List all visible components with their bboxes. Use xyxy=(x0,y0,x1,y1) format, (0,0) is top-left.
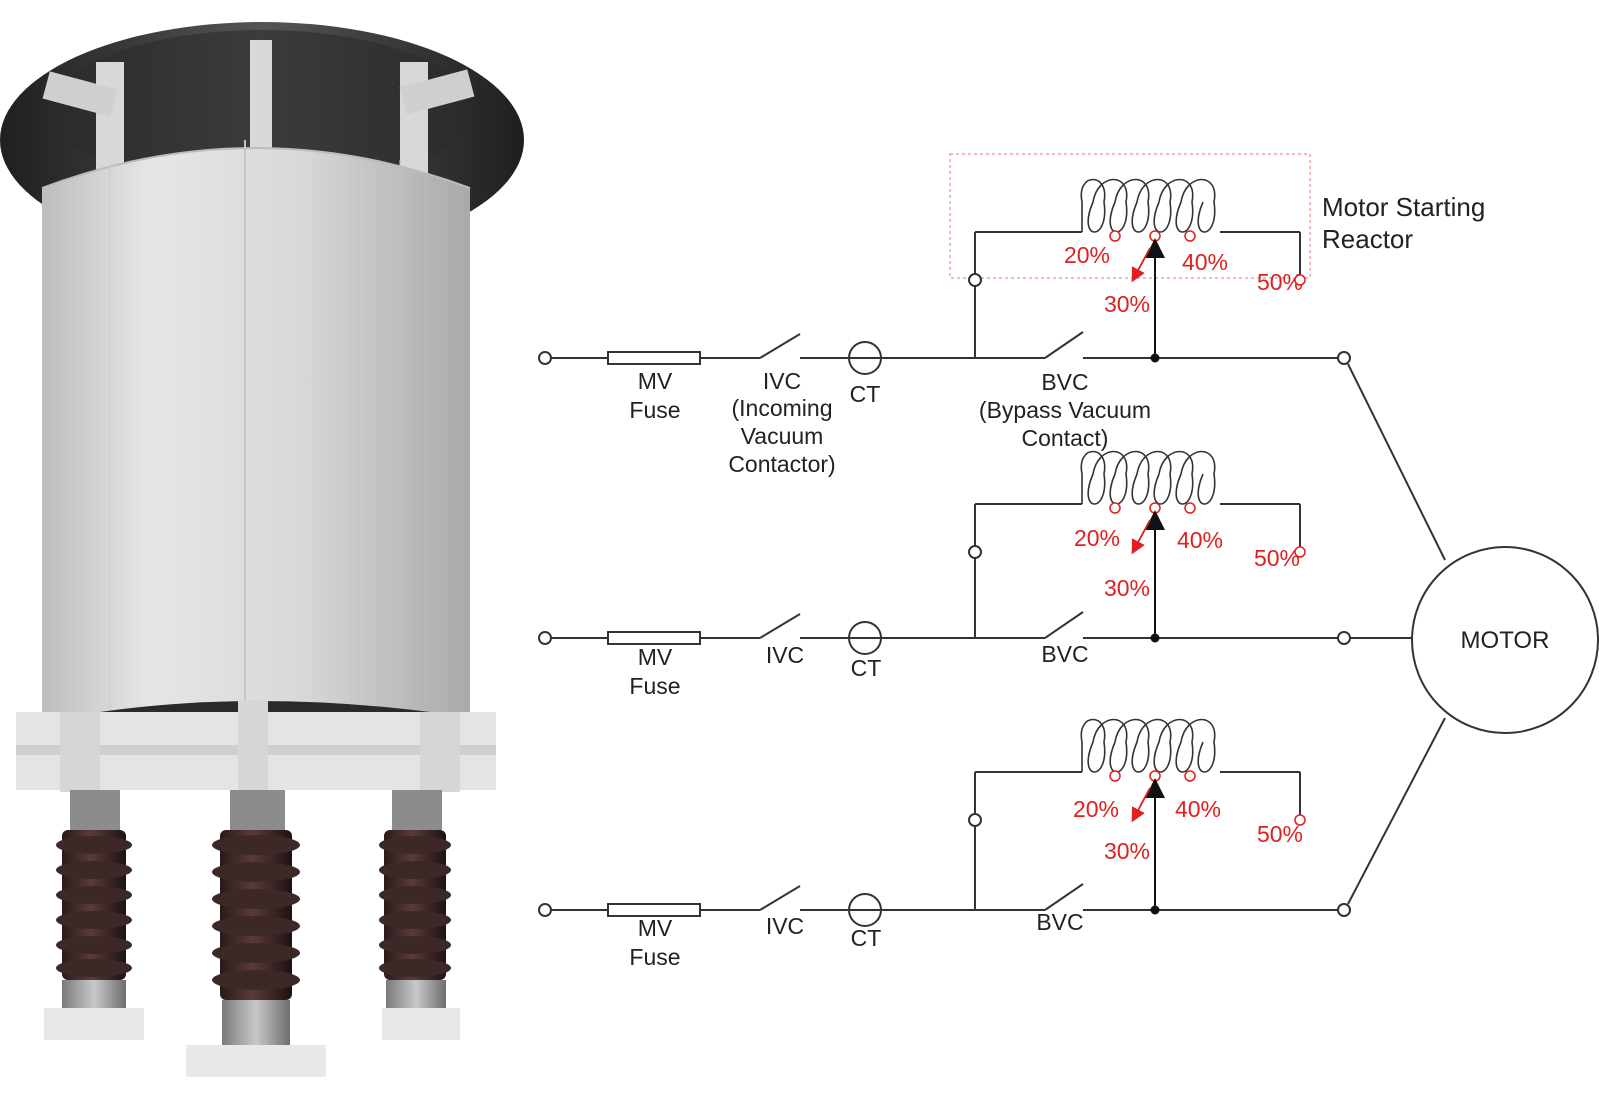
insulator-right xyxy=(379,790,460,1040)
tap-label-30: 30% xyxy=(1104,838,1150,864)
reactor-cylinder xyxy=(42,148,470,731)
ct-label: CT xyxy=(851,925,882,951)
ct-label: CT xyxy=(850,381,881,407)
tap-point xyxy=(1184,230,1196,242)
phase-circuit: MV Fuse IVC (Incoming Vacuum Contactor) … xyxy=(629,242,1303,477)
tap-point xyxy=(1294,274,1306,286)
fuse-label: Fuse xyxy=(629,944,680,970)
motor-feed-line xyxy=(1347,363,1446,561)
fuse-label: MV xyxy=(638,644,673,670)
incoming-terminal xyxy=(538,351,552,365)
incoming-terminal xyxy=(538,631,552,645)
reactor-photo xyxy=(0,22,524,1077)
ct-label: CT xyxy=(851,655,882,681)
ivc-contact-symbol xyxy=(759,613,801,639)
bvc-label: (Bypass Vacuum xyxy=(979,397,1151,423)
motor-terminal xyxy=(1337,351,1351,365)
motor-label: MOTOR xyxy=(1461,627,1550,654)
tap-adjust-arrow xyxy=(1131,247,1151,283)
bvc-label: Contact) xyxy=(1022,425,1109,451)
ivc-label: IVC xyxy=(763,368,801,394)
reactor-terminal xyxy=(968,273,982,287)
ivc-contact-symbol xyxy=(759,333,801,359)
fuse-label: MV xyxy=(638,368,673,394)
bvc-label: BVC xyxy=(1041,641,1088,667)
mv-fuse-symbol xyxy=(607,903,701,917)
tap-point xyxy=(1109,230,1121,242)
motor-symbol xyxy=(1411,546,1599,734)
insulator-left xyxy=(44,790,144,1040)
tap-point xyxy=(1294,814,1306,826)
tap-point xyxy=(1184,770,1196,782)
tap-adjust-arrow xyxy=(1131,519,1151,555)
reactor-title-line1: Motor Starting xyxy=(1322,192,1485,222)
bvc-label: BVC xyxy=(1041,369,1088,395)
mv-fuse-symbol xyxy=(607,631,701,645)
ivc-label: (Incoming xyxy=(732,395,833,421)
fuse-label: Fuse xyxy=(629,673,680,699)
bvc-label: BVC xyxy=(1036,909,1083,935)
junction-dot xyxy=(1150,905,1160,915)
insulator-center xyxy=(186,790,326,1077)
reactor-coil xyxy=(1080,718,1216,773)
tap-label-30: 30% xyxy=(1104,291,1150,317)
tap-point xyxy=(1109,770,1121,782)
tap-label-40: 40% xyxy=(1177,527,1223,553)
tap-label-50: 50% xyxy=(1254,545,1300,571)
ivc-label: Contactor) xyxy=(728,451,835,477)
bvc-contact-symbol xyxy=(1044,883,1084,911)
motor-feed-line xyxy=(1347,717,1446,905)
tap-point xyxy=(1109,502,1121,514)
reactor-boundary xyxy=(949,153,1311,279)
schematic-wiring xyxy=(538,178,1446,927)
reactor-coil xyxy=(1080,450,1216,505)
incoming-terminal xyxy=(538,903,552,917)
tap-label-40: 40% xyxy=(1182,249,1228,275)
motor-terminal xyxy=(1337,631,1351,645)
tap-label-20: 20% xyxy=(1074,525,1120,551)
bvc-contact-symbol xyxy=(1044,331,1084,359)
junction-dot xyxy=(1150,633,1160,643)
fuse-label: MV xyxy=(638,915,673,941)
tap-label-20: 20% xyxy=(1073,796,1119,822)
reactor-terminal xyxy=(968,813,982,827)
tap-label-20: 20% xyxy=(1064,242,1110,268)
phase-circuit: MV Fuse IVC CT BVC 20% 40% 30% 50% xyxy=(629,525,1300,699)
junction-dot xyxy=(1150,353,1160,363)
bvc-contact-symbol xyxy=(1044,611,1084,639)
ivc-contact-symbol xyxy=(759,885,801,911)
motor-terminal xyxy=(1337,903,1351,917)
tap-point xyxy=(1294,546,1306,558)
ivc-label: IVC xyxy=(766,642,804,668)
reactor-terminal xyxy=(968,545,982,559)
phase-circuit: MV Fuse IVC CT BVC 20% 40% 30% 50% xyxy=(629,796,1303,970)
tap-label-30: 30% xyxy=(1104,575,1150,601)
tap-point xyxy=(1184,502,1196,514)
reactor-coil xyxy=(1080,178,1216,233)
mv-fuse-symbol xyxy=(607,351,701,365)
tap-label-40: 40% xyxy=(1175,796,1221,822)
tap-label-50: 50% xyxy=(1257,821,1303,847)
reactor-title-line2: Reactor xyxy=(1322,224,1413,254)
tap-point xyxy=(1149,502,1161,514)
tap-point xyxy=(1149,230,1161,242)
ivc-label: Vacuum xyxy=(741,423,824,449)
ivc-label: IVC xyxy=(766,913,804,939)
fuse-label: Fuse xyxy=(629,397,680,423)
tap-adjust-arrow xyxy=(1131,787,1151,823)
tap-point xyxy=(1149,770,1161,782)
